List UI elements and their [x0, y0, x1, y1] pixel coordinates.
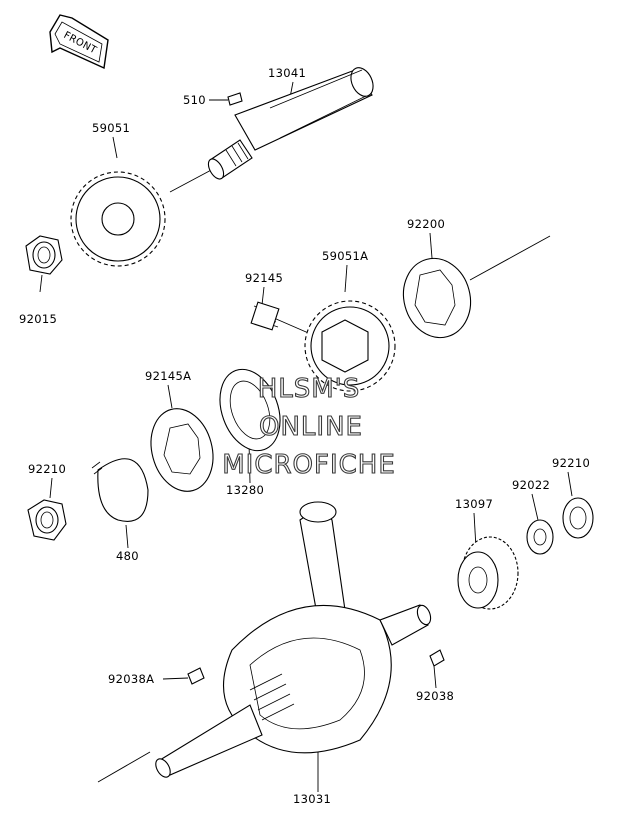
label-92145A: 92145A: [145, 369, 191, 383]
label-13280: 13280: [226, 483, 264, 497]
watermark-line-1: HLSM'S: [258, 374, 361, 404]
front-arrow-icon: FRONT: [49, 14, 109, 70]
plate-13280: [219, 368, 281, 452]
spring-92145: [250, 301, 280, 331]
label-92200: 92200: [407, 217, 445, 231]
label-92210-right: 92210: [552, 456, 590, 470]
label-92022: 92022: [512, 478, 550, 492]
nut-92015: [25, 235, 63, 275]
balancer-shaft-13041: [207, 67, 374, 180]
key-92038: [429, 649, 445, 667]
washer-92200: [402, 257, 472, 339]
circlip-480: [91, 458, 149, 522]
label-59051A: 59051A: [322, 249, 368, 263]
part-labels: 13041 510 59051 92015 92200 92145 59051A…: [19, 66, 590, 806]
nut-92210-left: [27, 499, 67, 541]
label-59051: 59051: [92, 121, 130, 135]
label-13041: 13041: [268, 66, 306, 80]
watermark-line-2: ONLINE: [259, 412, 363, 442]
label-13031: 13031: [293, 792, 331, 806]
watermark: HLSM'S ONLINE MICROFICHE: [222, 373, 396, 480]
leader-lines: [39, 81, 573, 792]
watermark-line-3: MICROFICHE: [222, 450, 396, 480]
gear-13097: [457, 536, 519, 610]
label-480: 480: [116, 549, 139, 563]
gear-59051: [70, 171, 166, 267]
crankshaft-13031: [155, 501, 432, 778]
label-92015: 92015: [19, 312, 57, 326]
label-92038: 92038: [416, 689, 454, 703]
key-92038A: [187, 667, 205, 685]
gear-59051A: [304, 300, 396, 392]
washer-92145A: [150, 408, 214, 492]
label-13097: 13097: [455, 497, 493, 511]
label-92145: 92145: [245, 271, 283, 285]
label-510: 510: [183, 93, 206, 107]
label-92210-left: 92210: [28, 462, 66, 476]
nut-92210-right: [562, 497, 594, 539]
washer-92022: [526, 519, 554, 555]
label-92038A: 92038A: [108, 672, 154, 686]
